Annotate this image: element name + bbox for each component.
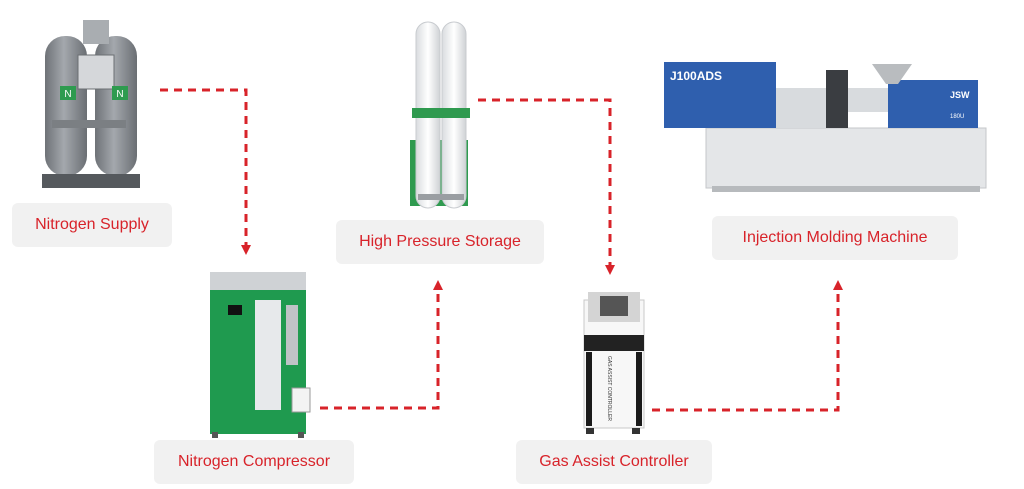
machine-sub-text: 180U [950, 114, 964, 120]
gas-assist-controller-equipment: GAS ASSIST CONTROLLER [583, 292, 645, 434]
connector-controller-to-machine [652, 280, 843, 412]
injection-molding-machine-equipment: J100ADS JSW 180U [664, 62, 987, 192]
connector-supply-to-compressor [160, 88, 251, 255]
label-nitrogen-supply: Nitrogen Supply [12, 203, 172, 247]
label-nitrogen-compressor: Nitrogen Compressor [154, 440, 354, 484]
nitrogen-compressor-equipment [210, 272, 311, 438]
connector-storage-to-controller [478, 98, 615, 275]
connector-compressor-to-storage [320, 280, 443, 410]
controller-panel-text: GAS ASSIST CONTROLLER [606, 356, 612, 421]
high-pressure-storage-equipment [410, 21, 470, 209]
machine-model-text: J100ADS [670, 69, 722, 83]
flow-connectors [160, 88, 843, 412]
nitrogen-supply-equipment: N N [42, 20, 140, 188]
label-high-pressure-storage: High Pressure Storage [336, 220, 544, 264]
nitrogen-badge-right: N [116, 89, 123, 100]
label-injection-molding-machine: Injection Molding Machine [712, 216, 958, 260]
nitrogen-badge-left: N [64, 89, 71, 100]
machine-brand-text: JSW [950, 90, 970, 100]
label-gas-assist-controller: Gas Assist Controller [516, 440, 712, 484]
